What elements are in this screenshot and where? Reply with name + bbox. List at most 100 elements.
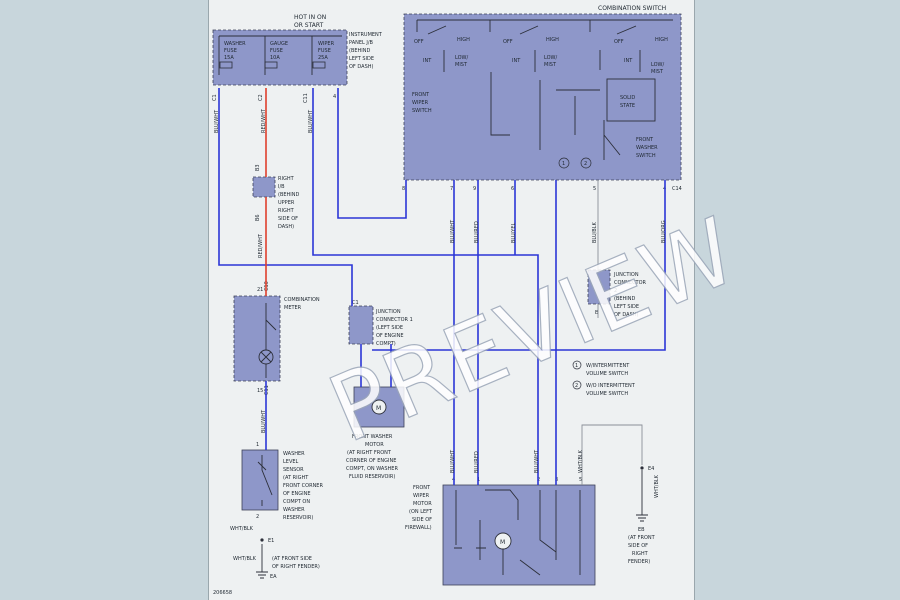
fuse-gauge-rating: 10A bbox=[270, 55, 280, 61]
wire-label-blu-org: BLU/ORG bbox=[661, 220, 667, 243]
fuse-washer: WASHER FUSE 15A bbox=[219, 41, 246, 69]
svg-text:SIDE OF: SIDE OF bbox=[628, 543, 648, 549]
level-sensor-pin-1: 1 bbox=[256, 442, 259, 448]
wire-wiper-feed bbox=[312, 88, 539, 485]
svg-text:8: 8 bbox=[402, 186, 405, 192]
svg-text:2: 2 bbox=[575, 383, 578, 389]
svg-text:LOW/: LOW/ bbox=[544, 55, 557, 61]
svg-text:WASHER: WASHER bbox=[283, 507, 305, 513]
wire-label-blu-blk: BLU/BLK bbox=[592, 221, 598, 243]
note-1: 1 W/INTERMITTENT VOLUME SWITCH bbox=[572, 360, 630, 377]
callout-1-num: 1 bbox=[562, 161, 565, 167]
svg-text:(LEFT SIDE: (LEFT SIDE bbox=[376, 325, 403, 331]
wire-switch-8 bbox=[337, 88, 407, 219]
hot-in-label: HOT IN ON bbox=[294, 14, 326, 21]
svg-text:COMPT, ON WASHER: COMPT, ON WASHER bbox=[346, 466, 398, 472]
svg-text:E1: E1 bbox=[268, 538, 274, 544]
svg-text:FENDER): FENDER) bbox=[628, 559, 650, 565]
wire-label-red-wht-1: RED/WHT bbox=[261, 108, 267, 133]
svg-text:(AT FRONT SIDE: (AT FRONT SIDE bbox=[272, 556, 312, 562]
svg-text:LEFT SIDE: LEFT SIDE bbox=[349, 56, 374, 62]
switch-pins: 8 7 9 6 5 4 bbox=[402, 186, 666, 192]
wire-label-blu-red-2: BLU/RED bbox=[474, 451, 480, 473]
svg-text:OF ENGINE: OF ENGINE bbox=[283, 491, 311, 497]
svg-text:CONNECTOR 1: CONNECTOR 1 bbox=[376, 317, 413, 323]
svg-text:COMPT ON: COMPT ON bbox=[283, 499, 310, 505]
svg-text:RESERVOIR): RESERVOIR) bbox=[283, 515, 313, 521]
wiper-motor-symbol: M bbox=[500, 539, 505, 546]
svg-text:WASHER: WASHER bbox=[636, 145, 658, 151]
svg-text:LOW/: LOW/ bbox=[455, 55, 468, 61]
svg-text:VOLUME SWITCH: VOLUME SWITCH bbox=[586, 371, 628, 377]
svg-text:6: 6 bbox=[511, 186, 514, 192]
svg-text:OF ENGINE: OF ENGINE bbox=[376, 333, 404, 339]
svg-text:MOTOR: MOTOR bbox=[413, 501, 432, 507]
front-washer-motor-label: FRONT WASHER MOTOR (AT RIGHT FRONT CORNE… bbox=[346, 434, 398, 480]
svg-text:5: 5 bbox=[579, 477, 582, 483]
svg-text:CONNECTOR: CONNECTOR bbox=[614, 280, 647, 286]
instrument-panel-jb bbox=[212, 29, 348, 86]
pin-c1: C1 bbox=[212, 94, 218, 101]
figure-id: 206658 bbox=[213, 590, 232, 596]
fuse-washer-type: FUSE bbox=[224, 48, 237, 54]
wiper-motor-internals bbox=[454, 489, 581, 576]
svg-text:2: 2 bbox=[614, 288, 617, 294]
meter-connector-c11: C11 bbox=[264, 385, 270, 395]
switch-positions-mid: OFF HIGH INT LOW/ MIST bbox=[503, 37, 559, 68]
meter-pin-21: 21 bbox=[257, 287, 263, 293]
svg-text:(AT FRONT: (AT FRONT bbox=[628, 535, 656, 541]
svg-text:7: 7 bbox=[450, 186, 453, 192]
callout-1-icon bbox=[558, 157, 570, 169]
wire-switch-4 bbox=[372, 180, 666, 351]
svg-text:OF DASH): OF DASH) bbox=[614, 312, 639, 318]
junction-connector-1-label: JUNCTION CONNECTOR 1 (LEFT SIDE OF ENGIN… bbox=[375, 309, 413, 347]
pin-c2: C2 bbox=[258, 94, 264, 101]
svg-text:E4: E4 bbox=[648, 466, 654, 472]
svg-text:LOW/: LOW/ bbox=[651, 62, 664, 68]
wiper-motor-pins: 4 1 2 3 5 bbox=[452, 477, 582, 483]
svg-text:SENSOR: SENSOR bbox=[283, 467, 304, 473]
switch-internals bbox=[416, 19, 673, 160]
meter-pin-15: 15 bbox=[257, 388, 263, 394]
svg-text:(BEHIND: (BEHIND bbox=[349, 48, 371, 54]
right-ib-pin-b3: B3 bbox=[255, 164, 261, 171]
wire-label-blu-wht-4: BLU/WHT bbox=[450, 449, 456, 473]
junction-connector-2-pin: B bbox=[595, 310, 599, 316]
svg-text:(AT RIGHT FRONT: (AT RIGHT FRONT bbox=[347, 450, 392, 456]
svg-text:VOLUME SWITCH: VOLUME SWITCH bbox=[586, 391, 628, 397]
svg-text:CORNER OF ENGINE: CORNER OF ENGINE bbox=[346, 458, 396, 464]
fuse-washer-rating: 15A bbox=[224, 55, 234, 61]
svg-text:FRONT: FRONT bbox=[413, 485, 431, 491]
level-sensor-internals bbox=[257, 455, 273, 506]
svg-text:PANEL J/B: PANEL J/B bbox=[349, 40, 374, 46]
svg-text:(ON LEFT: (ON LEFT bbox=[409, 509, 433, 515]
connector-c14: C14 bbox=[672, 186, 682, 192]
svg-text:OF DASH): OF DASH) bbox=[349, 64, 374, 70]
svg-text:EB: EB bbox=[638, 527, 645, 533]
fuse-gauge-type: FUSE bbox=[270, 48, 283, 54]
svg-text:LEVEL: LEVEL bbox=[283, 459, 299, 465]
svg-text:MIST: MIST bbox=[651, 69, 664, 75]
washer-motor-symbol: M bbox=[376, 405, 381, 412]
svg-text:HIGH: HIGH bbox=[457, 37, 470, 43]
fuse-washer-name: WASHER bbox=[224, 41, 246, 47]
right-ib-pin-b6: B6 bbox=[255, 214, 261, 221]
or-start-label: OR START bbox=[294, 22, 324, 29]
ground-ea: WHT/BLK (AT FRONT SIDE OF RIGHT FENDER) … bbox=[233, 544, 320, 580]
junction-connector-2 bbox=[587, 269, 611, 305]
svg-text:OF RIGHT FENDER): OF RIGHT FENDER) bbox=[272, 564, 320, 570]
right-ib-junction bbox=[252, 176, 276, 198]
junction-connector-2-label: JUNCTION CONNECTOR 2 (BEHIND LEFT SIDE O… bbox=[613, 272, 647, 318]
front-wiper-switch-label: FRONT WIPER SWITCH bbox=[412, 92, 432, 114]
svg-text:MIST: MIST bbox=[544, 62, 557, 68]
fuse-box-label: INSTRUMENT PANEL J/B (BEHIND LEFT SIDE O… bbox=[349, 32, 383, 70]
svg-text:INT: INT bbox=[512, 58, 521, 64]
svg-text:RIGHT: RIGHT bbox=[278, 208, 295, 214]
svg-text:WHT/BLK: WHT/BLK bbox=[230, 526, 254, 532]
meter-internals bbox=[260, 303, 277, 378]
combination-meter bbox=[233, 295, 281, 382]
combination-switch-title: COMBINATION SWITCH bbox=[598, 5, 666, 12]
svg-text:SIDE OF: SIDE OF bbox=[412, 517, 432, 523]
solid-state-label-1: SOLID bbox=[620, 95, 635, 101]
